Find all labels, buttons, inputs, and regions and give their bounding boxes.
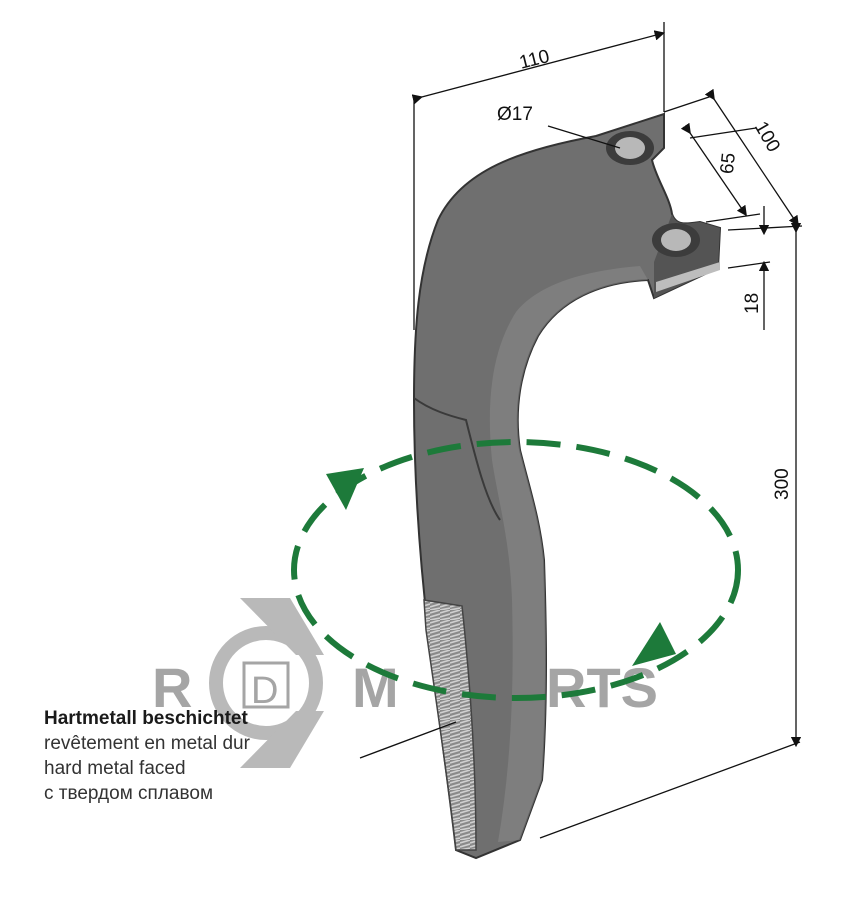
arrow-head-lower <box>632 622 676 666</box>
dim-label-100: 100 <box>750 118 784 156</box>
rd-parts-logo-icon <box>209 598 324 768</box>
lower-mounting-hole <box>652 223 700 257</box>
upper-mounting-hole <box>606 131 654 165</box>
dim-label-300: 300 <box>772 468 793 500</box>
flange-highlight <box>656 262 720 292</box>
dim-label-65: 65 <box>717 152 740 175</box>
dim-label-hole-diameter: Ø17 <box>497 104 533 125</box>
coating-label-de: Hartmetall beschichtet <box>44 708 248 729</box>
tine-blade <box>412 112 722 860</box>
blade-shadow-edge <box>489 266 648 842</box>
coating-caption: Hartmetall beschichtet revêtement en met… <box>44 706 374 806</box>
watermark-letters-end: RTS <box>546 656 658 719</box>
coating-label-en: hard metal faced <box>44 758 186 779</box>
watermark-letter-r: R <box>152 656 192 719</box>
dim-label-18: 18 <box>742 293 763 314</box>
coating-label-ru: с твердом сплавом <box>44 783 214 804</box>
dim-label-110: 110 <box>517 46 551 74</box>
arrow-head-upper <box>326 468 364 510</box>
dimension-lines <box>359 22 803 839</box>
watermark-letter-d: D <box>251 670 278 712</box>
coating-label-fr: revêtement en metal dur <box>44 733 250 754</box>
rotation-arrow-icon <box>291 439 741 701</box>
hard-metal-coating <box>423 599 477 851</box>
blade-twist-line <box>413 397 501 521</box>
watermark-logo: R D M RTS <box>152 598 658 768</box>
